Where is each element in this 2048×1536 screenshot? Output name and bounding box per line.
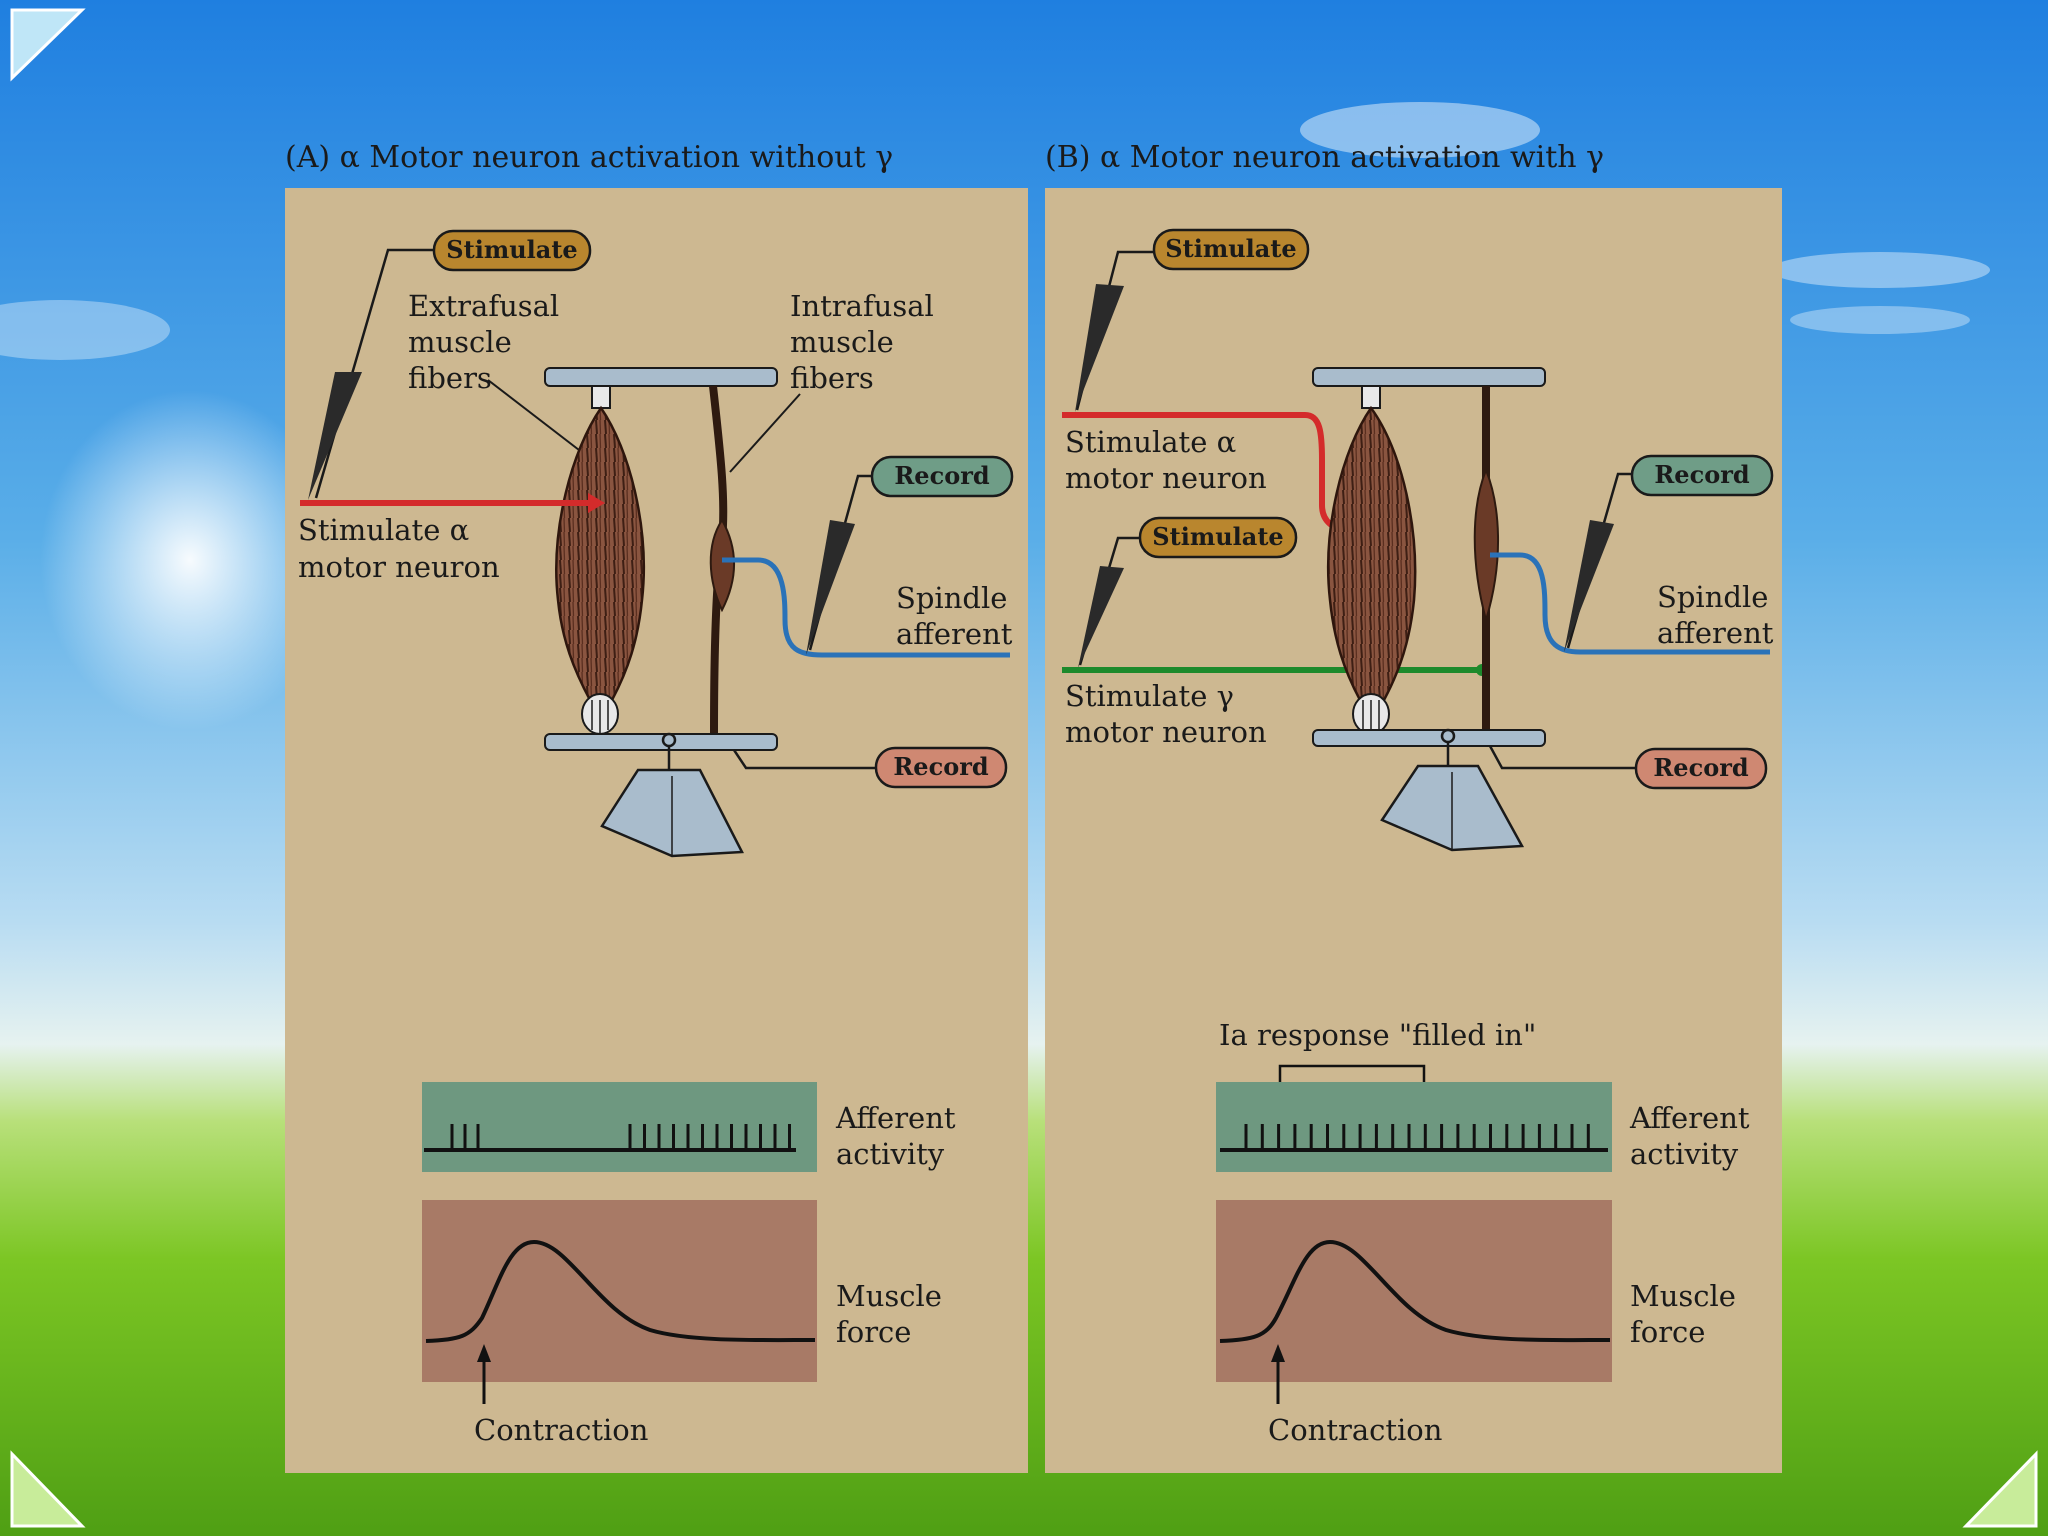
force-label-2-a: force xyxy=(836,1315,911,1349)
force-label-1-a: Muscle xyxy=(836,1279,942,1313)
stimulate-electrode-alpha-b xyxy=(1075,250,1156,412)
extrafusal-label-3: fibers xyxy=(408,361,492,395)
intrafusal-spindle-b xyxy=(1473,386,1500,730)
extrafusal-muscle-a xyxy=(555,385,646,735)
force-trace-b xyxy=(1219,1239,1611,1343)
stimulate-alpha-label-2-b: motor neuron xyxy=(1065,461,1267,495)
record-pill-spindle-b: Record xyxy=(1630,454,1774,497)
force-label-2-b: force xyxy=(1630,1315,1705,1349)
extrafusal-leader xyxy=(487,379,593,461)
weight-a xyxy=(600,732,744,858)
stimulate-gamma-label-2: motor neuron xyxy=(1065,715,1267,749)
muscle-force-box-b xyxy=(1216,1200,1612,1382)
record-spindle-label: Record xyxy=(894,461,989,490)
stimulate-electrode-gamma-b xyxy=(1078,536,1142,668)
muscle-force-box-a xyxy=(422,1200,817,1382)
corner-triangle-bottom-left xyxy=(10,1450,86,1528)
panel-b: Stimulate Stimulate α motor neuron Stimu… xyxy=(1045,188,1782,1473)
afferent-activity-box-b xyxy=(1216,1082,1612,1172)
intrafusal-label-3: fibers xyxy=(790,361,874,395)
stimulate-alpha-label-1: Stimulate α xyxy=(298,513,469,547)
afferent-label-2-b: activity xyxy=(1630,1137,1739,1171)
extrafusal-label-2: muscle xyxy=(408,325,512,359)
afferent-label-1-a: Afferent xyxy=(835,1101,956,1135)
force-label-1-b: Muscle xyxy=(1630,1279,1736,1313)
stimulate-pill-a: Stimulate xyxy=(432,229,592,272)
afferent-trace-a xyxy=(424,1124,796,1152)
record-spindle-label-b: Record xyxy=(1654,460,1749,489)
contraction-arrow-a xyxy=(477,1344,491,1404)
contraction-label-a: Contraction xyxy=(474,1413,648,1447)
bottom-plate-b xyxy=(1312,729,1546,747)
top-plate-b xyxy=(1312,367,1546,387)
corner-triangle-bottom-right xyxy=(1962,1450,2038,1528)
alpha-motor-line-a xyxy=(300,493,605,513)
afferent-activity-box-a xyxy=(422,1082,817,1172)
force-record-line-a xyxy=(732,749,880,770)
top-plate-a xyxy=(544,367,778,387)
force-trace-a xyxy=(425,1239,816,1343)
stimulate-pill-alpha-b: Stimulate xyxy=(1152,228,1310,271)
spindle-label-2-b: afferent xyxy=(1657,616,1774,650)
intrafusal-spindle-a xyxy=(709,385,735,735)
afferent-trace-b xyxy=(1220,1124,1608,1152)
afferent-label-2-a: activity xyxy=(836,1137,945,1171)
spindle-label-2: afferent xyxy=(896,617,1013,651)
record-pill-force-a: Record xyxy=(874,746,1008,789)
intrafusal-label-2: muscle xyxy=(790,325,894,359)
corner-triangle-top-left xyxy=(10,8,86,82)
stimulate-gamma-label-1: Stimulate γ xyxy=(1065,679,1234,713)
weight-b xyxy=(1380,728,1525,852)
spindle-label-1: Spindle xyxy=(896,581,1007,615)
spindle-afferent-line-a xyxy=(722,557,1010,658)
afferent-label-1-b: Afferent xyxy=(1629,1101,1750,1135)
extrafusal-label-1: Extrafusal xyxy=(408,289,559,323)
record-force-label-b: Record xyxy=(1653,753,1748,782)
contraction-label-b: Contraction xyxy=(1268,1413,1442,1447)
stimulate-alpha-label-1-b: Stimulate α xyxy=(1065,425,1236,459)
record-pill-force-b: Record xyxy=(1634,747,1768,790)
stimulate-electrode-a xyxy=(308,248,436,500)
panel-a: Stimulate Extrafusal muscle fibers Intra… xyxy=(285,188,1028,1473)
ia-response-label: Ia response "filled in" xyxy=(1219,1018,1536,1052)
spindle-label-1-b: Spindle xyxy=(1657,580,1768,614)
force-record-line-b xyxy=(1488,745,1640,770)
panel-b-title: (B) α Motor neuron activation with γ xyxy=(1045,140,1605,175)
extrafusal-muscle-b xyxy=(1326,385,1417,735)
contraction-arrow-b xyxy=(1271,1344,1285,1404)
stimulate-alpha-pill-label: Stimulate xyxy=(1165,234,1296,263)
spindle-afferent-line-b xyxy=(1490,552,1770,655)
record-force-label: Record xyxy=(893,752,988,781)
stimulate-alpha-label-2: motor neuron xyxy=(298,550,500,584)
intrafusal-leader xyxy=(729,393,801,473)
intrafusal-label-1: Intrafusal xyxy=(790,289,934,323)
panel-a-title: (A) α Motor neuron activation without γ xyxy=(285,140,894,175)
stimulate-gamma-pill-label: Stimulate xyxy=(1152,522,1283,551)
bottom-plate-a xyxy=(544,733,778,751)
stimulate-label: Stimulate xyxy=(446,235,577,264)
stimulate-pill-gamma-b: Stimulate xyxy=(1138,516,1298,559)
record-pill-spindle-a: Record xyxy=(870,455,1014,498)
